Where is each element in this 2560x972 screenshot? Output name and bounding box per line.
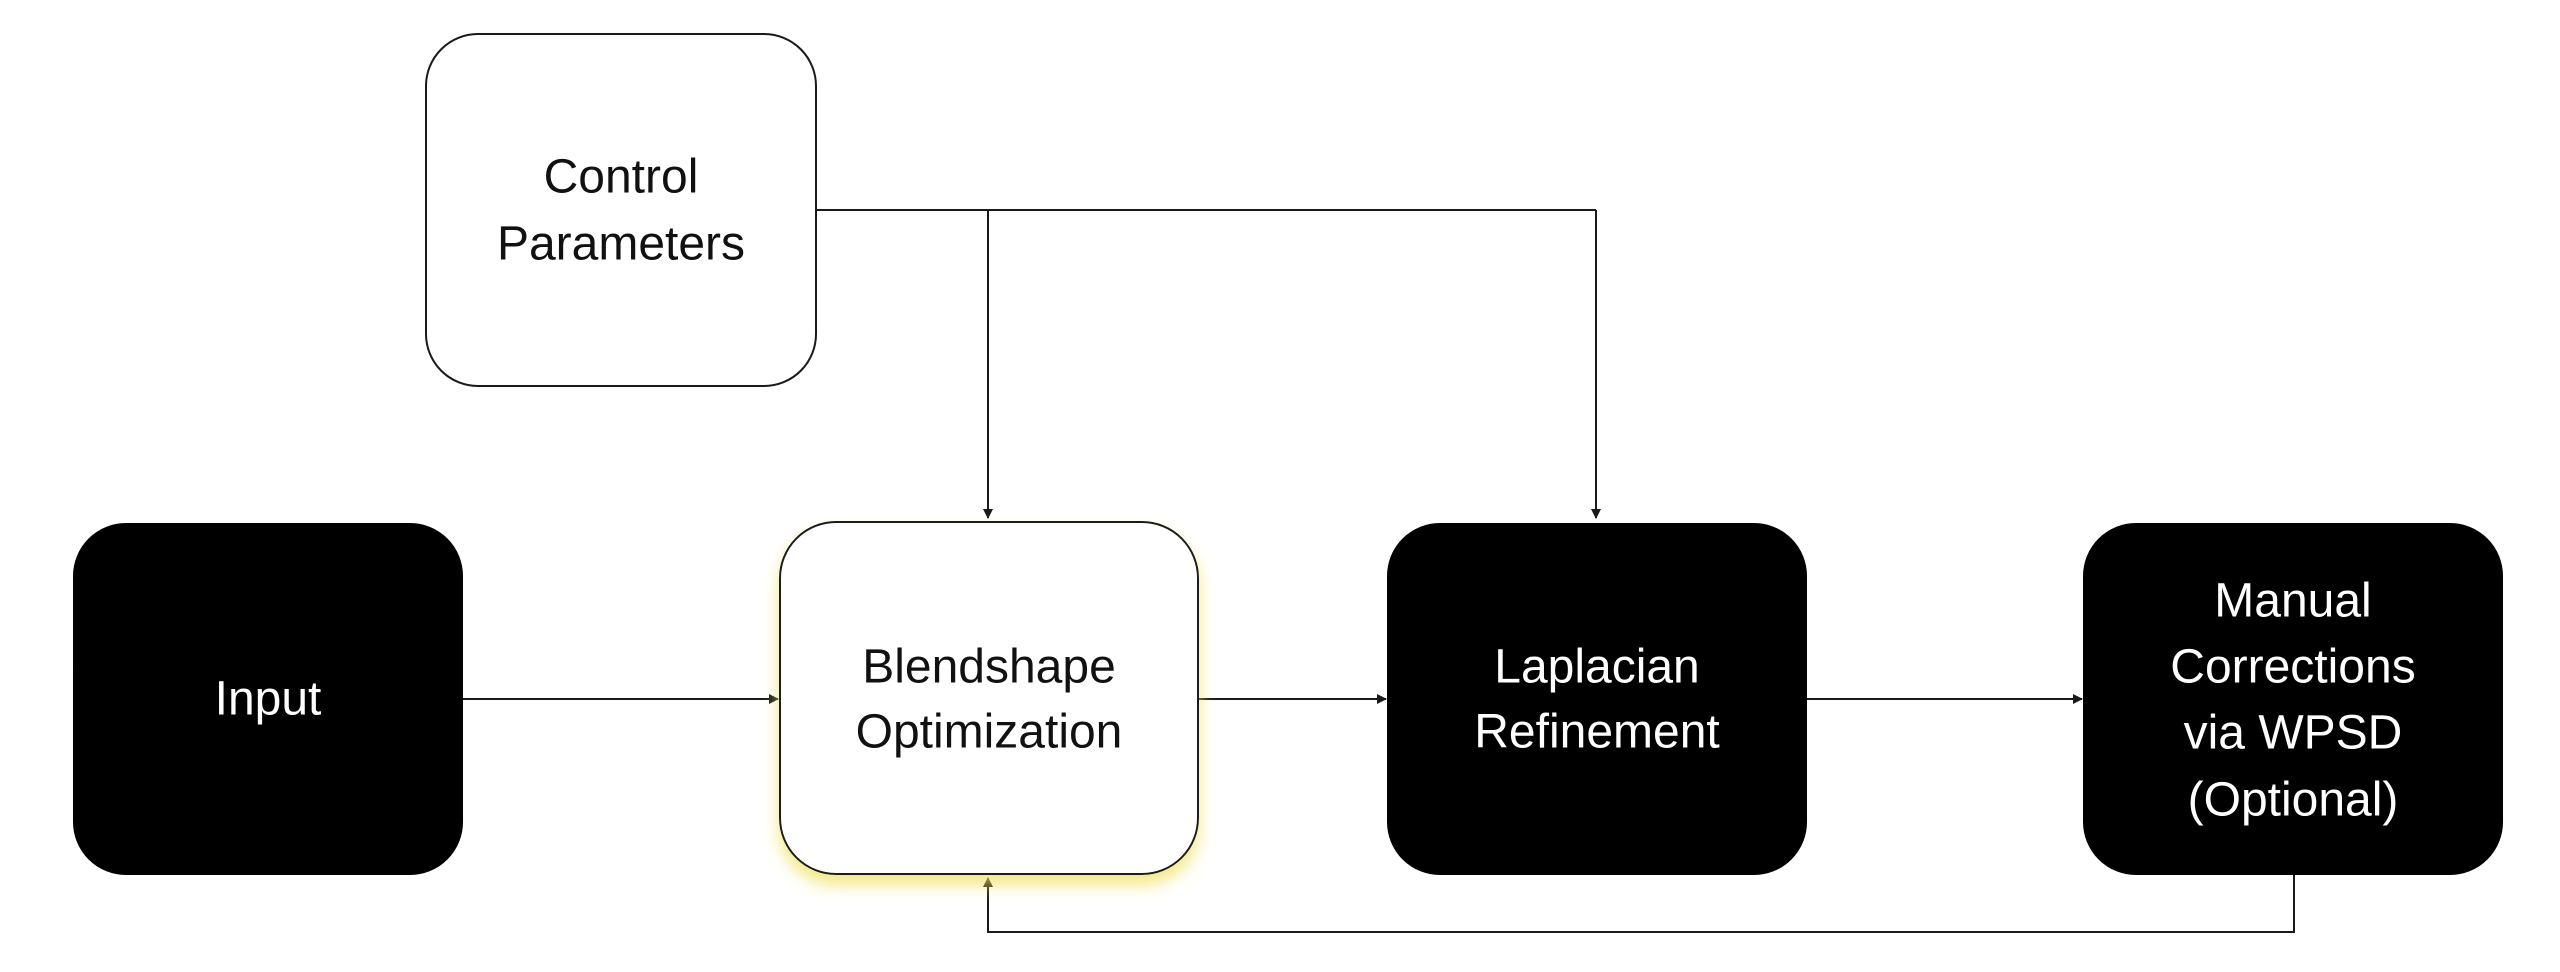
input-label: Input	[215, 673, 322, 726]
node-manual-corrections: Manual Corrections via WPSD (Optional)	[2083, 523, 2503, 875]
manual-corrections-label-line-1: Manual	[2214, 575, 2371, 628]
control-parameters-label-line-1: Control	[544, 151, 699, 204]
node-control-parameters: Control Parameters	[425, 33, 817, 387]
manual-corrections-label-line-2: Corrections	[2170, 641, 2415, 694]
node-laplacian-refinement: Laplacian Refinement	[1387, 523, 1807, 875]
edges	[462, 209, 2295, 933]
blendshape-optimization-label-line-2: Optimization	[856, 706, 1123, 759]
manual-corrections-label-line-3: via WPSD	[2184, 707, 2403, 760]
edge-manual-feedback-to-blendshape	[983, 874, 2295, 933]
laplacian-refinement-label-line-2: Refinement	[1474, 706, 1719, 759]
control-parameters-label-line-2: Parameters	[497, 218, 745, 271]
node-blendshape-optimization: Blendshape Optimization	[779, 521, 1199, 875]
node-input: Input	[73, 523, 463, 875]
manual-corrections-label-line-4: (Optional)	[2188, 774, 2399, 827]
blendshape-optimization-label-line-1: Blendshape	[862, 641, 1116, 694]
laplacian-refinement-label-line-1: Laplacian	[1494, 641, 1700, 694]
